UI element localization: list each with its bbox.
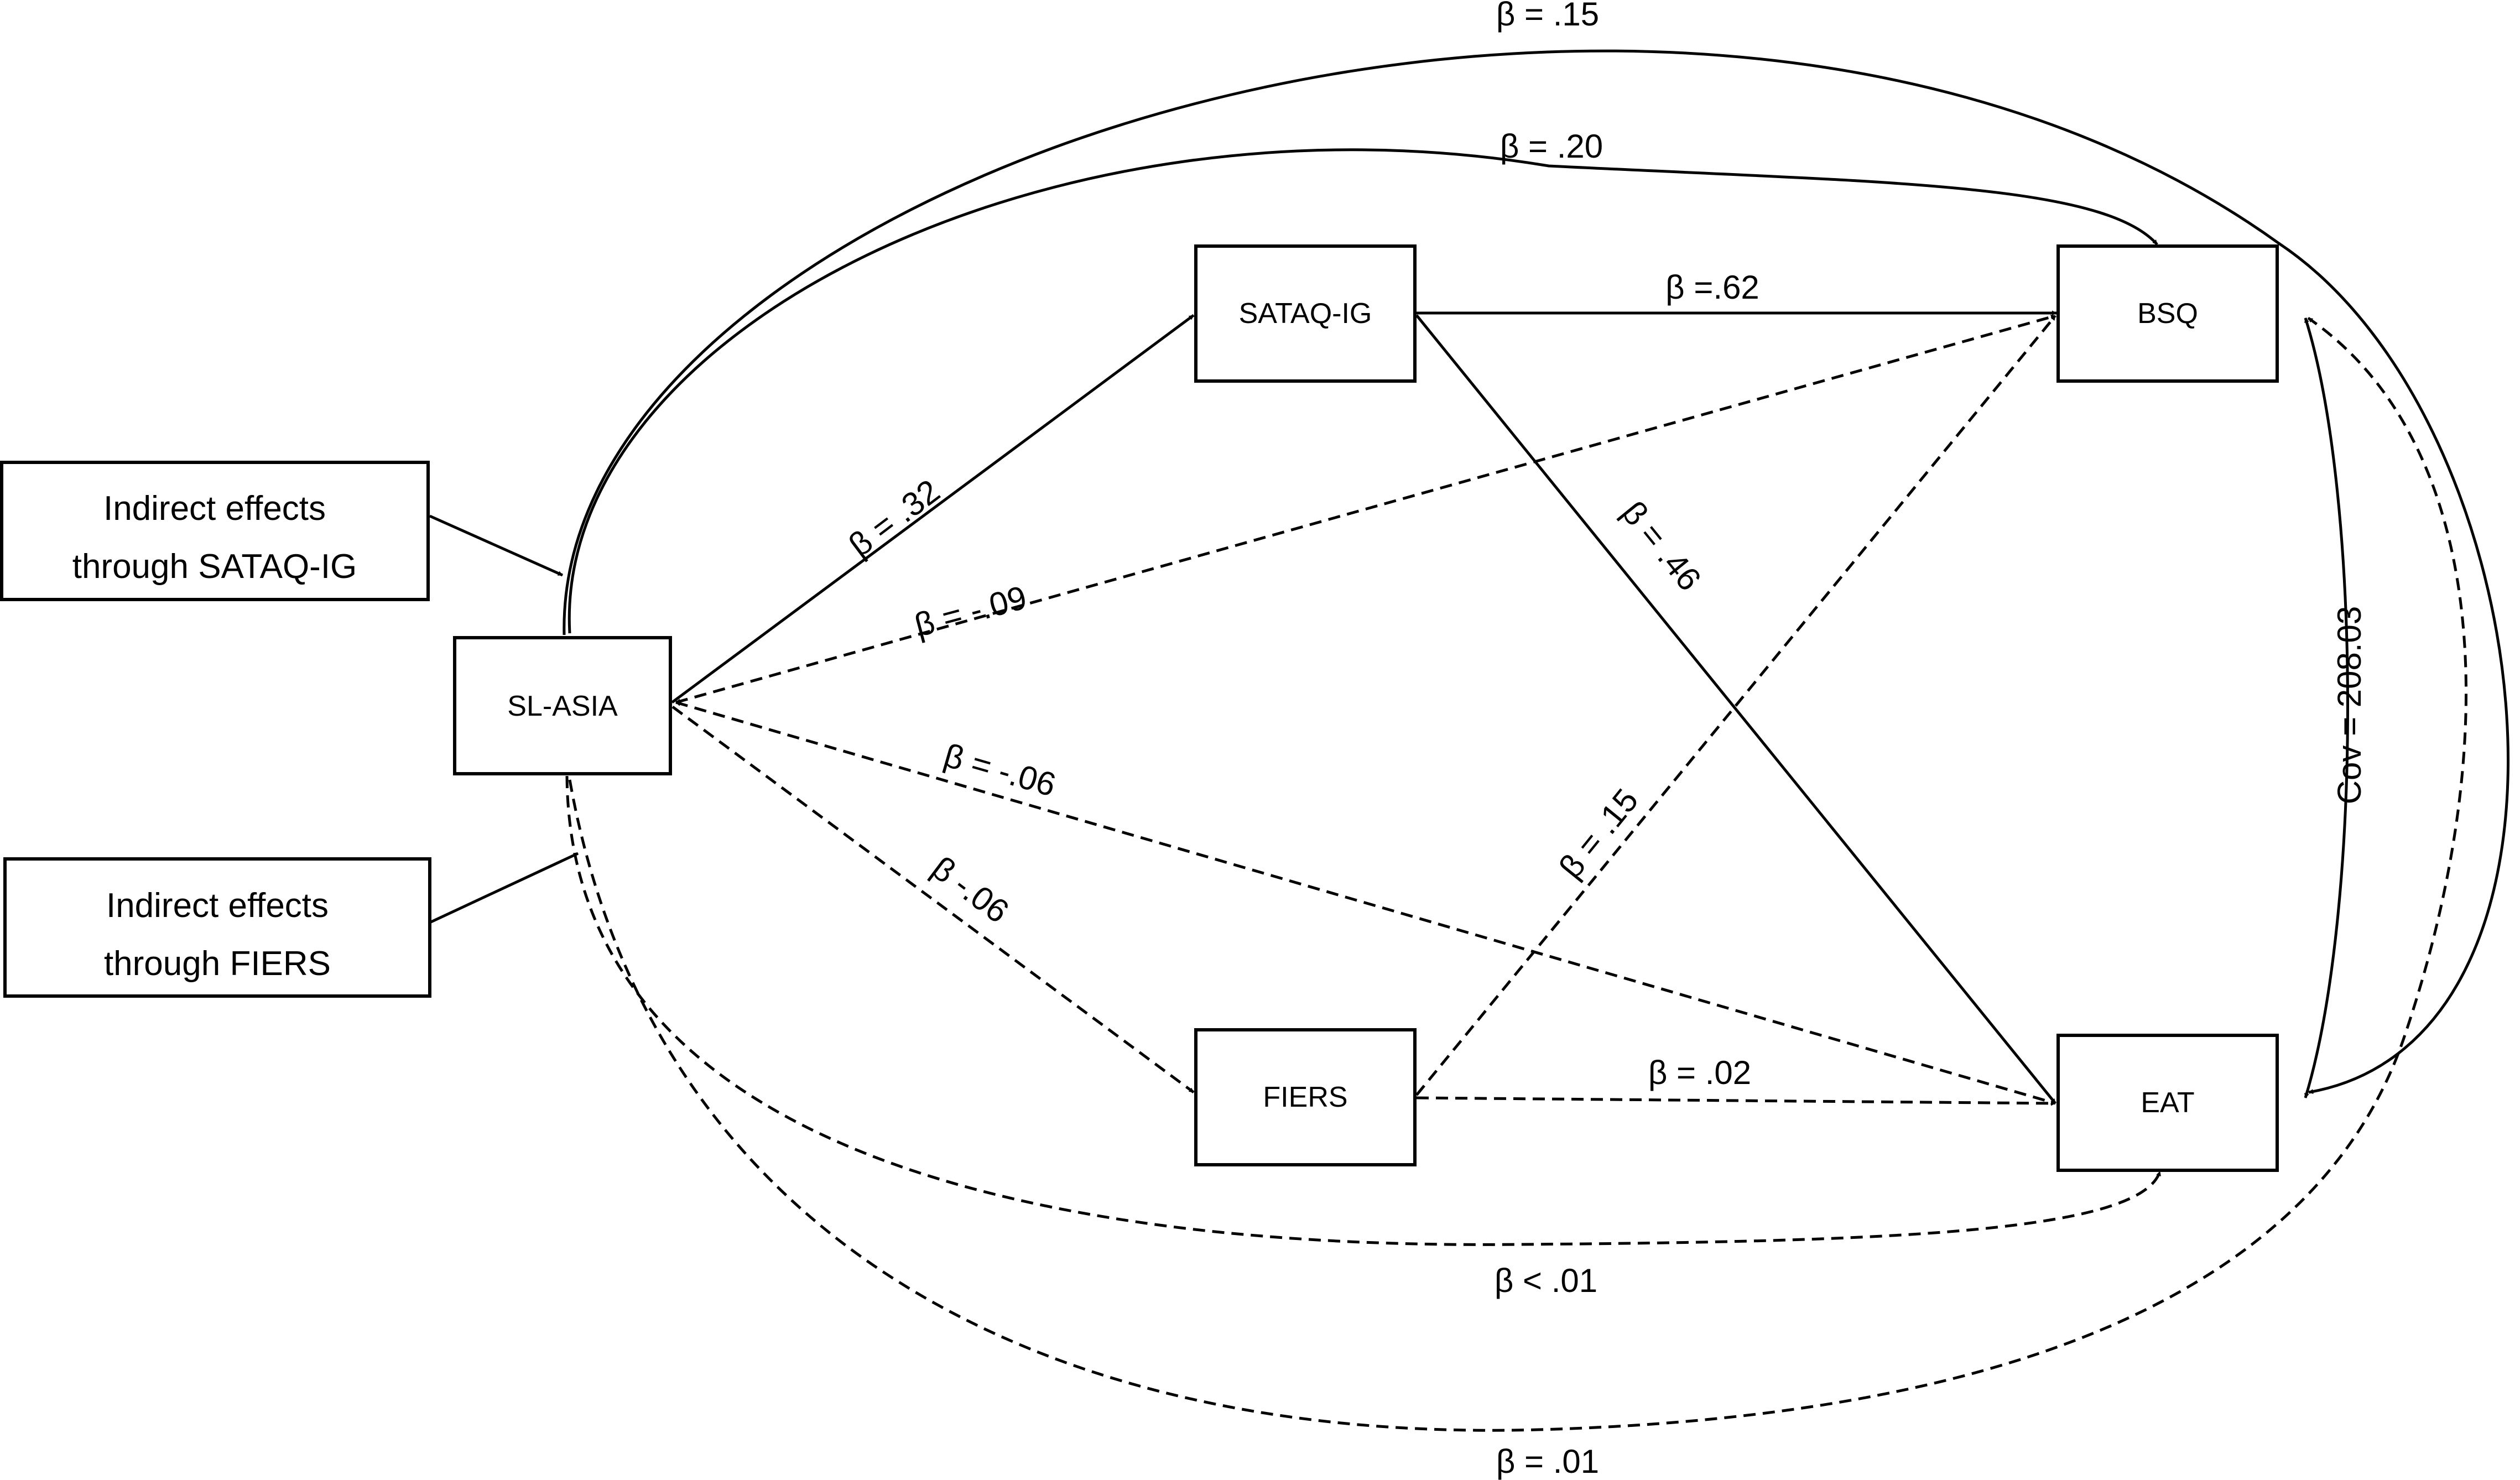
note-indirect-fiers-line2: through FIERS xyxy=(104,945,331,983)
path-slasia-eat-dashed xyxy=(675,701,2056,1105)
note-indirect-fiers-line1: Indirect effects xyxy=(106,887,329,925)
note-arrow-fiers xyxy=(429,852,579,924)
path-fiers-bsq xyxy=(1415,315,2056,1096)
note-indirect-sataq: Indirect effects through SATAQ-IG xyxy=(0,461,430,601)
path-slasia-eat-outer xyxy=(563,49,2509,1095)
path-cov-bsq-eat xyxy=(2304,317,2349,1098)
node-eat-label: EAT xyxy=(2141,1087,2194,1119)
note-indirect-fiers: Indirect effects through FIERS xyxy=(3,857,431,998)
node-sataq-ig-label: SATAQ-IG xyxy=(1239,298,1372,330)
path-slasia-fiers xyxy=(671,705,1195,1094)
node-sl-asia: SL-ASIA xyxy=(453,636,672,775)
path-slasia-bsq-inner xyxy=(567,148,2158,634)
node-sl-asia-label: SL-ASIA xyxy=(507,690,618,722)
label-slasia-eat-curve: β < .01 xyxy=(1495,1262,1597,1299)
node-fiers: FIERS xyxy=(1194,1028,1417,1166)
label-slasia-fiers: β -.06 xyxy=(925,849,1016,930)
path-slasia-bsq-dashed xyxy=(675,314,2056,704)
label-sataq-bsq: β =.62 xyxy=(1665,269,1759,306)
label-sataq-eat: β = .46 xyxy=(1615,494,1708,598)
node-bsq: BSQ xyxy=(2056,244,2279,383)
node-eat: EAT xyxy=(2056,1034,2279,1172)
path-slasia-bsq-curve xyxy=(568,316,2467,1432)
path-slasia-eat-curve xyxy=(565,775,2162,1246)
label-slasia-sataq: β = .32 xyxy=(842,472,946,564)
node-fiers-label: FIERS xyxy=(1263,1081,1347,1113)
note-arrow-sataq xyxy=(429,514,564,577)
note-indirect-sataq-line1: Indirect effects xyxy=(103,489,326,528)
node-bsq-label: BSQ xyxy=(2137,298,2198,330)
label-slasia-bsq-inner: β = .20 xyxy=(1500,128,1603,165)
node-sataq-ig: SATAQ-IG xyxy=(1194,244,1417,383)
label-slasia-bsq-outer: β = .15 xyxy=(1496,0,1599,33)
label-slasia-eat-dashed: β = -.06 xyxy=(940,737,1060,804)
label-slasia-bsq-dashed: β = -.09 xyxy=(910,579,1030,644)
path-fiers-eat xyxy=(1416,1096,2056,1106)
label-fiers-eat: β = .02 xyxy=(1648,1054,1751,1091)
label-cov-bsq-eat: Cov = 208.03 xyxy=(2331,606,2368,805)
label-slasia-bsq-curve: β = .01 xyxy=(1496,1443,1599,1480)
note-indirect-sataq-line2: through SATAQ-IG xyxy=(72,548,357,586)
